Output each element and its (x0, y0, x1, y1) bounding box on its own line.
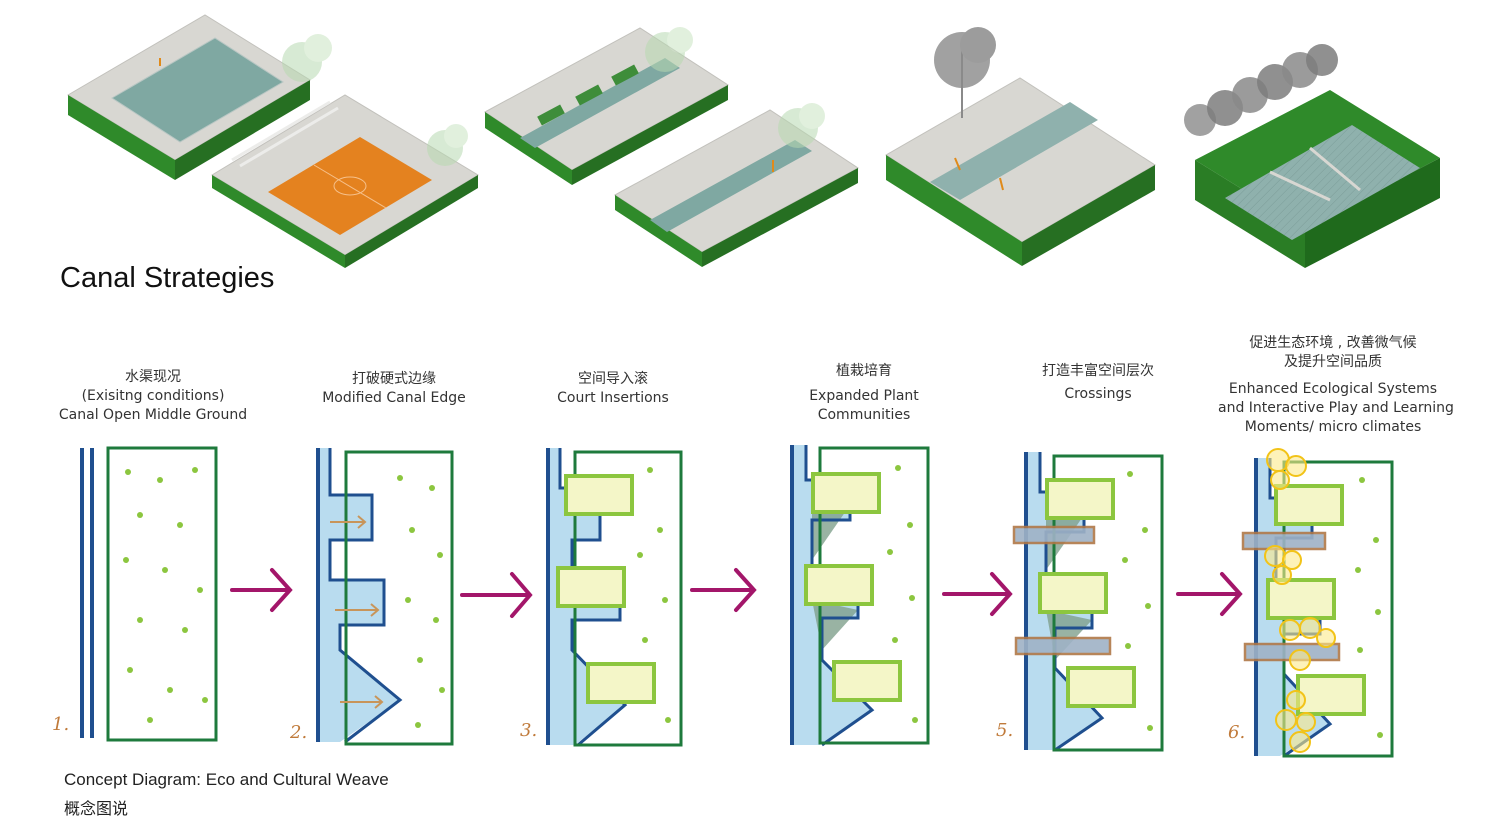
step-2-number: 2. (290, 722, 308, 743)
axon-basketball-court (211, 94, 479, 268)
concept-panel-1 (80, 446, 218, 742)
arrow-icon-4 (942, 572, 1013, 616)
caption-en: Concept Diagram: Eco and Cultural Weave (64, 770, 389, 789)
axon-canal-basin (67, 14, 332, 180)
step-3-zh: 空间导入滚 (578, 371, 648, 387)
tree-icon (778, 103, 825, 148)
concept-panel-6 (1241, 448, 1394, 758)
step-1-zh: 水渠现况 (125, 369, 181, 385)
step-3-number: 3. (520, 720, 538, 741)
tree-icon (934, 27, 996, 88)
step-2-en1: Modified Canal Edge (322, 390, 466, 406)
step-2-zh: 打破硬式边缘 (352, 371, 436, 387)
tree-icon (282, 34, 332, 82)
step-4-zh: 植栽培育 (836, 363, 892, 379)
concept-panel-2 (316, 448, 454, 746)
step-1-label: 水渠现况 (Exisitng conditions) Canal Open Mi… (48, 368, 258, 425)
step-4-en1: Expanded Plant (809, 388, 919, 404)
step-3-label: 空间导入滚 Court Insertions (513, 370, 713, 408)
arrow-icon-2 (460, 572, 533, 618)
step-6-zh2: 及提升空间品质 (1284, 354, 1382, 370)
axon-modified-edge-1 (484, 27, 729, 185)
step-6-en2: and Interactive Play and Learning (1218, 400, 1454, 416)
page-title: Canal Strategies (60, 262, 275, 294)
step-5-zh: 打造丰富空间层次 (1042, 363, 1154, 379)
axon-ecological (1184, 44, 1440, 268)
step-5-label: 打造丰富空间层次 Crossings (998, 362, 1198, 404)
arrow-icon-1 (230, 568, 293, 612)
caption-zh: 概念图说 (64, 799, 129, 818)
tree-icon (427, 124, 468, 166)
step-3-en1: Court Insertions (557, 390, 669, 406)
step-1-number: 1. (52, 714, 70, 735)
step-5-number: 5. (996, 720, 1014, 741)
concept-panel-5 (1012, 452, 1164, 752)
tree-row-icon (1184, 44, 1338, 136)
step-4-en2: Communities (817, 407, 911, 423)
arrow-icon-5 (1176, 572, 1243, 616)
step-2-label: 打破硬式边缘 Modified Canal Edge (294, 370, 494, 408)
step-6-number: 6. (1228, 722, 1246, 743)
arrow-icon-3 (690, 568, 757, 612)
step-6-en1: Enhanced Ecological Systems (1228, 381, 1438, 397)
step-6-label: 促进生态环境 , 改善微气候 及提升空间品质 Enhanced Ecologic… (1218, 334, 1454, 437)
tree-icon (645, 27, 693, 72)
concept-panel-3 (546, 448, 683, 747)
concept-panel-4 (790, 445, 930, 747)
step-4-label: 植栽培育 Expanded Plant Communities (764, 362, 964, 425)
step-5-en1: Crossings (1064, 386, 1132, 402)
step-6-en3: Moments/ micro climates (1244, 419, 1422, 435)
step-6-zh1: 促进生态环境 , 改善微气候 (1249, 335, 1417, 351)
step-1-en1: (Exisitng conditions) (81, 388, 225, 404)
step-1-en2: Canal Open Middle Ground (58, 407, 248, 423)
axon-crossings (885, 27, 1156, 266)
axon-modified-edge-2 (614, 103, 859, 267)
